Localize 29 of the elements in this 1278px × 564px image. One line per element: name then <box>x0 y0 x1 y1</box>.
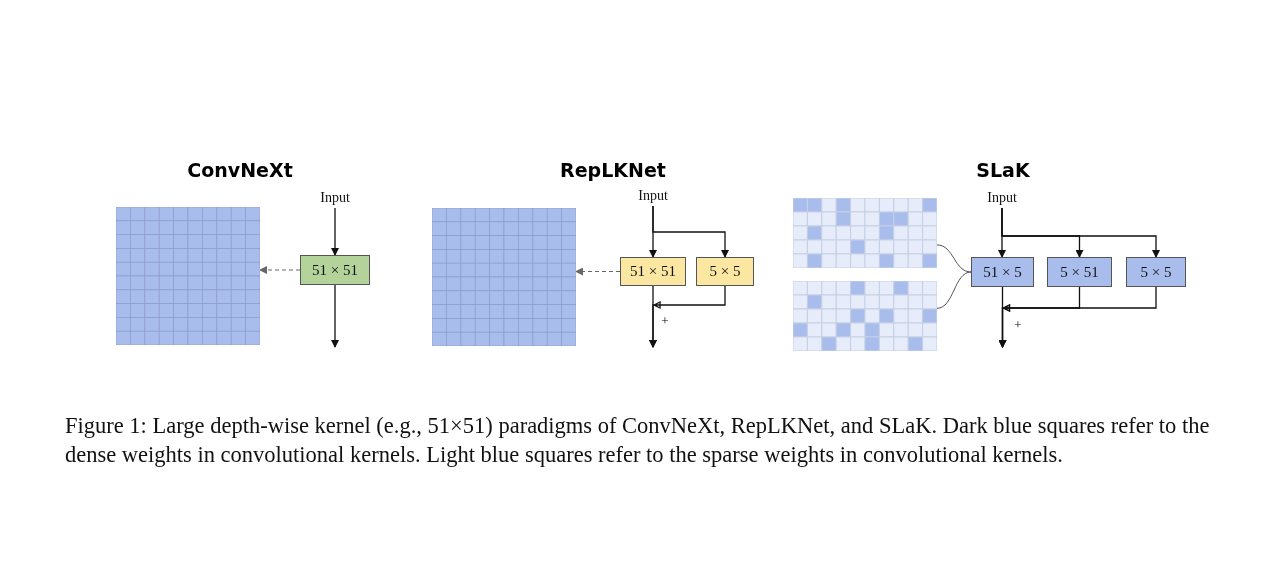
kernel-grid-drawing <box>793 281 937 351</box>
kernel-box: 51 × 51 <box>620 257 686 286</box>
plus-sign: + <box>661 313 669 329</box>
arrow <box>331 284 339 348</box>
connector-line <box>936 244 972 273</box>
kernel-grid-drawing <box>116 207 260 345</box>
arrow <box>998 286 1157 348</box>
connector-line <box>936 271 972 309</box>
plus-sign: + <box>1014 317 1022 333</box>
panel-title: RepLKNet <box>560 159 666 181</box>
input-label: Input <box>979 190 1025 206</box>
figure-caption: Figure 1: Large depth-wise kernel (e.g., 51×51) paradigms of ConvNeXt, RepLKNet, and SLaK. Dark blue squares refer to the dense weights in convolutional kernels. Light blue squares refer to the sparse weights in convolutional kernels. <box>65 412 1211 469</box>
kernel-grid-drawing <box>793 198 937 268</box>
panel-title: ConvNeXt <box>187 159 293 181</box>
arrow <box>331 207 339 256</box>
input-label: Input <box>312 190 358 206</box>
kernel-box: 51 × 5 <box>971 257 1034 287</box>
kernel-box: 5 × 5 <box>1126 257 1186 287</box>
dashed-arrow <box>259 266 301 274</box>
kernel-box: 5 × 5 <box>696 257 754 286</box>
kernel-box: 51 × 51 <box>300 255 370 285</box>
kernel-box: 5 × 51 <box>1047 257 1112 287</box>
panel-title: SLaK <box>976 159 1030 181</box>
kernel-grid-drawing <box>432 208 576 346</box>
dashed-arrow <box>575 267 621 276</box>
arrow <box>1001 207 1160 258</box>
input-label: Input <box>630 188 676 204</box>
arrow <box>652 205 729 258</box>
arrow <box>649 285 726 348</box>
